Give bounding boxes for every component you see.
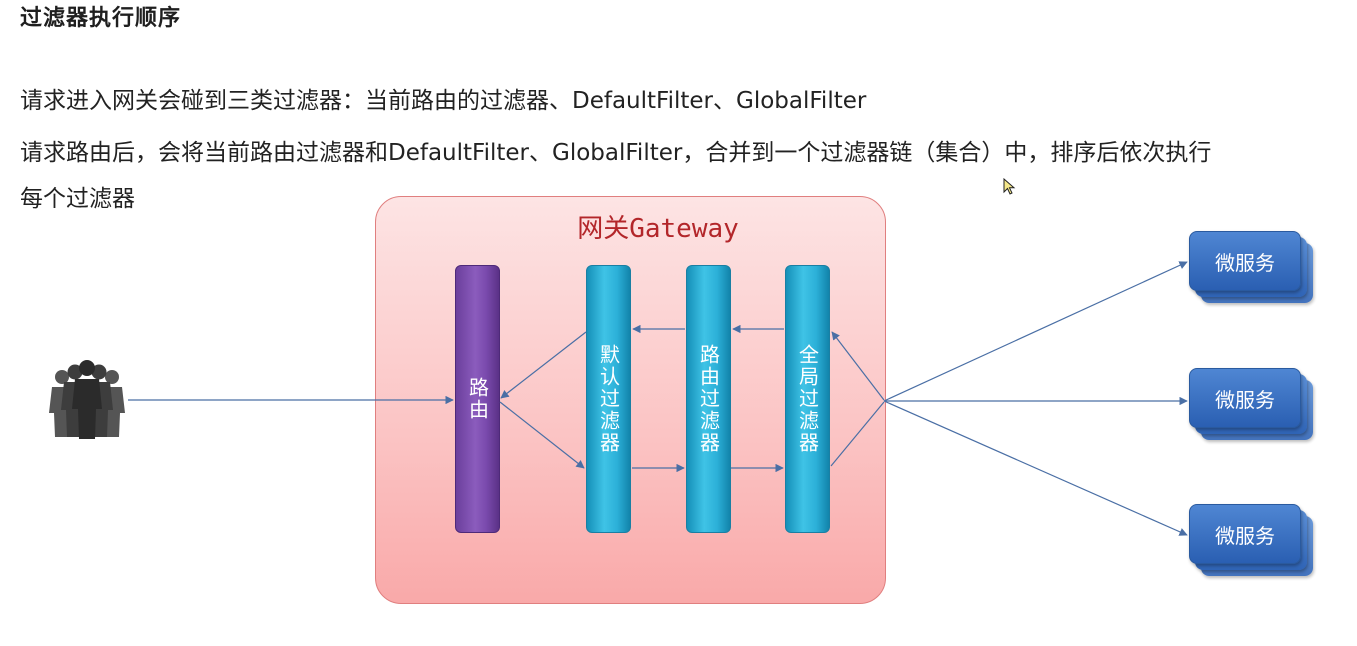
gateway-label: 网关Gateway bbox=[577, 214, 739, 244]
microservice-label: 微服务 bbox=[1189, 231, 1301, 291]
intro-line: 请求进入网关会碰到三类过滤器：当前路由的过滤器、DefaultFilter、Gl… bbox=[20, 88, 867, 114]
microservice-box-3: 微服务 bbox=[1189, 504, 1313, 576]
detail-line-continued: 每个过滤器 bbox=[20, 186, 135, 212]
mouse-cursor-icon bbox=[1003, 178, 1016, 195]
detail-line: 请求路由后，会将当前路由过滤器和DefaultFilter、GlobalFilt… bbox=[20, 140, 1212, 166]
users-icon bbox=[49, 360, 125, 439]
route-pillar: 路由 bbox=[455, 265, 500, 533]
microservice-box-1: 微服务 bbox=[1189, 231, 1313, 303]
arrow-route-to-default bbox=[499, 401, 585, 469]
microservice-label: 微服务 bbox=[1189, 504, 1301, 564]
default-filter-pillar: 默认过滤器 bbox=[586, 265, 631, 533]
page-title: 过滤器执行顺序 bbox=[20, 6, 182, 31]
route-filter-pillar: 路由过滤器 bbox=[686, 265, 731, 533]
arrow-hub-to-service-1 bbox=[883, 261, 1188, 402]
arrow-default-to-route bbox=[500, 331, 587, 399]
microservice-box-2: 微服务 bbox=[1189, 368, 1313, 440]
global-filter-pillar: 全局过滤器 bbox=[785, 265, 830, 533]
arrow-global-to-hub bbox=[830, 401, 885, 467]
arrow-hub-to-service-3 bbox=[883, 400, 1188, 536]
arrow-hub-to-global bbox=[831, 331, 885, 401]
microservice-label: 微服务 bbox=[1189, 368, 1301, 428]
